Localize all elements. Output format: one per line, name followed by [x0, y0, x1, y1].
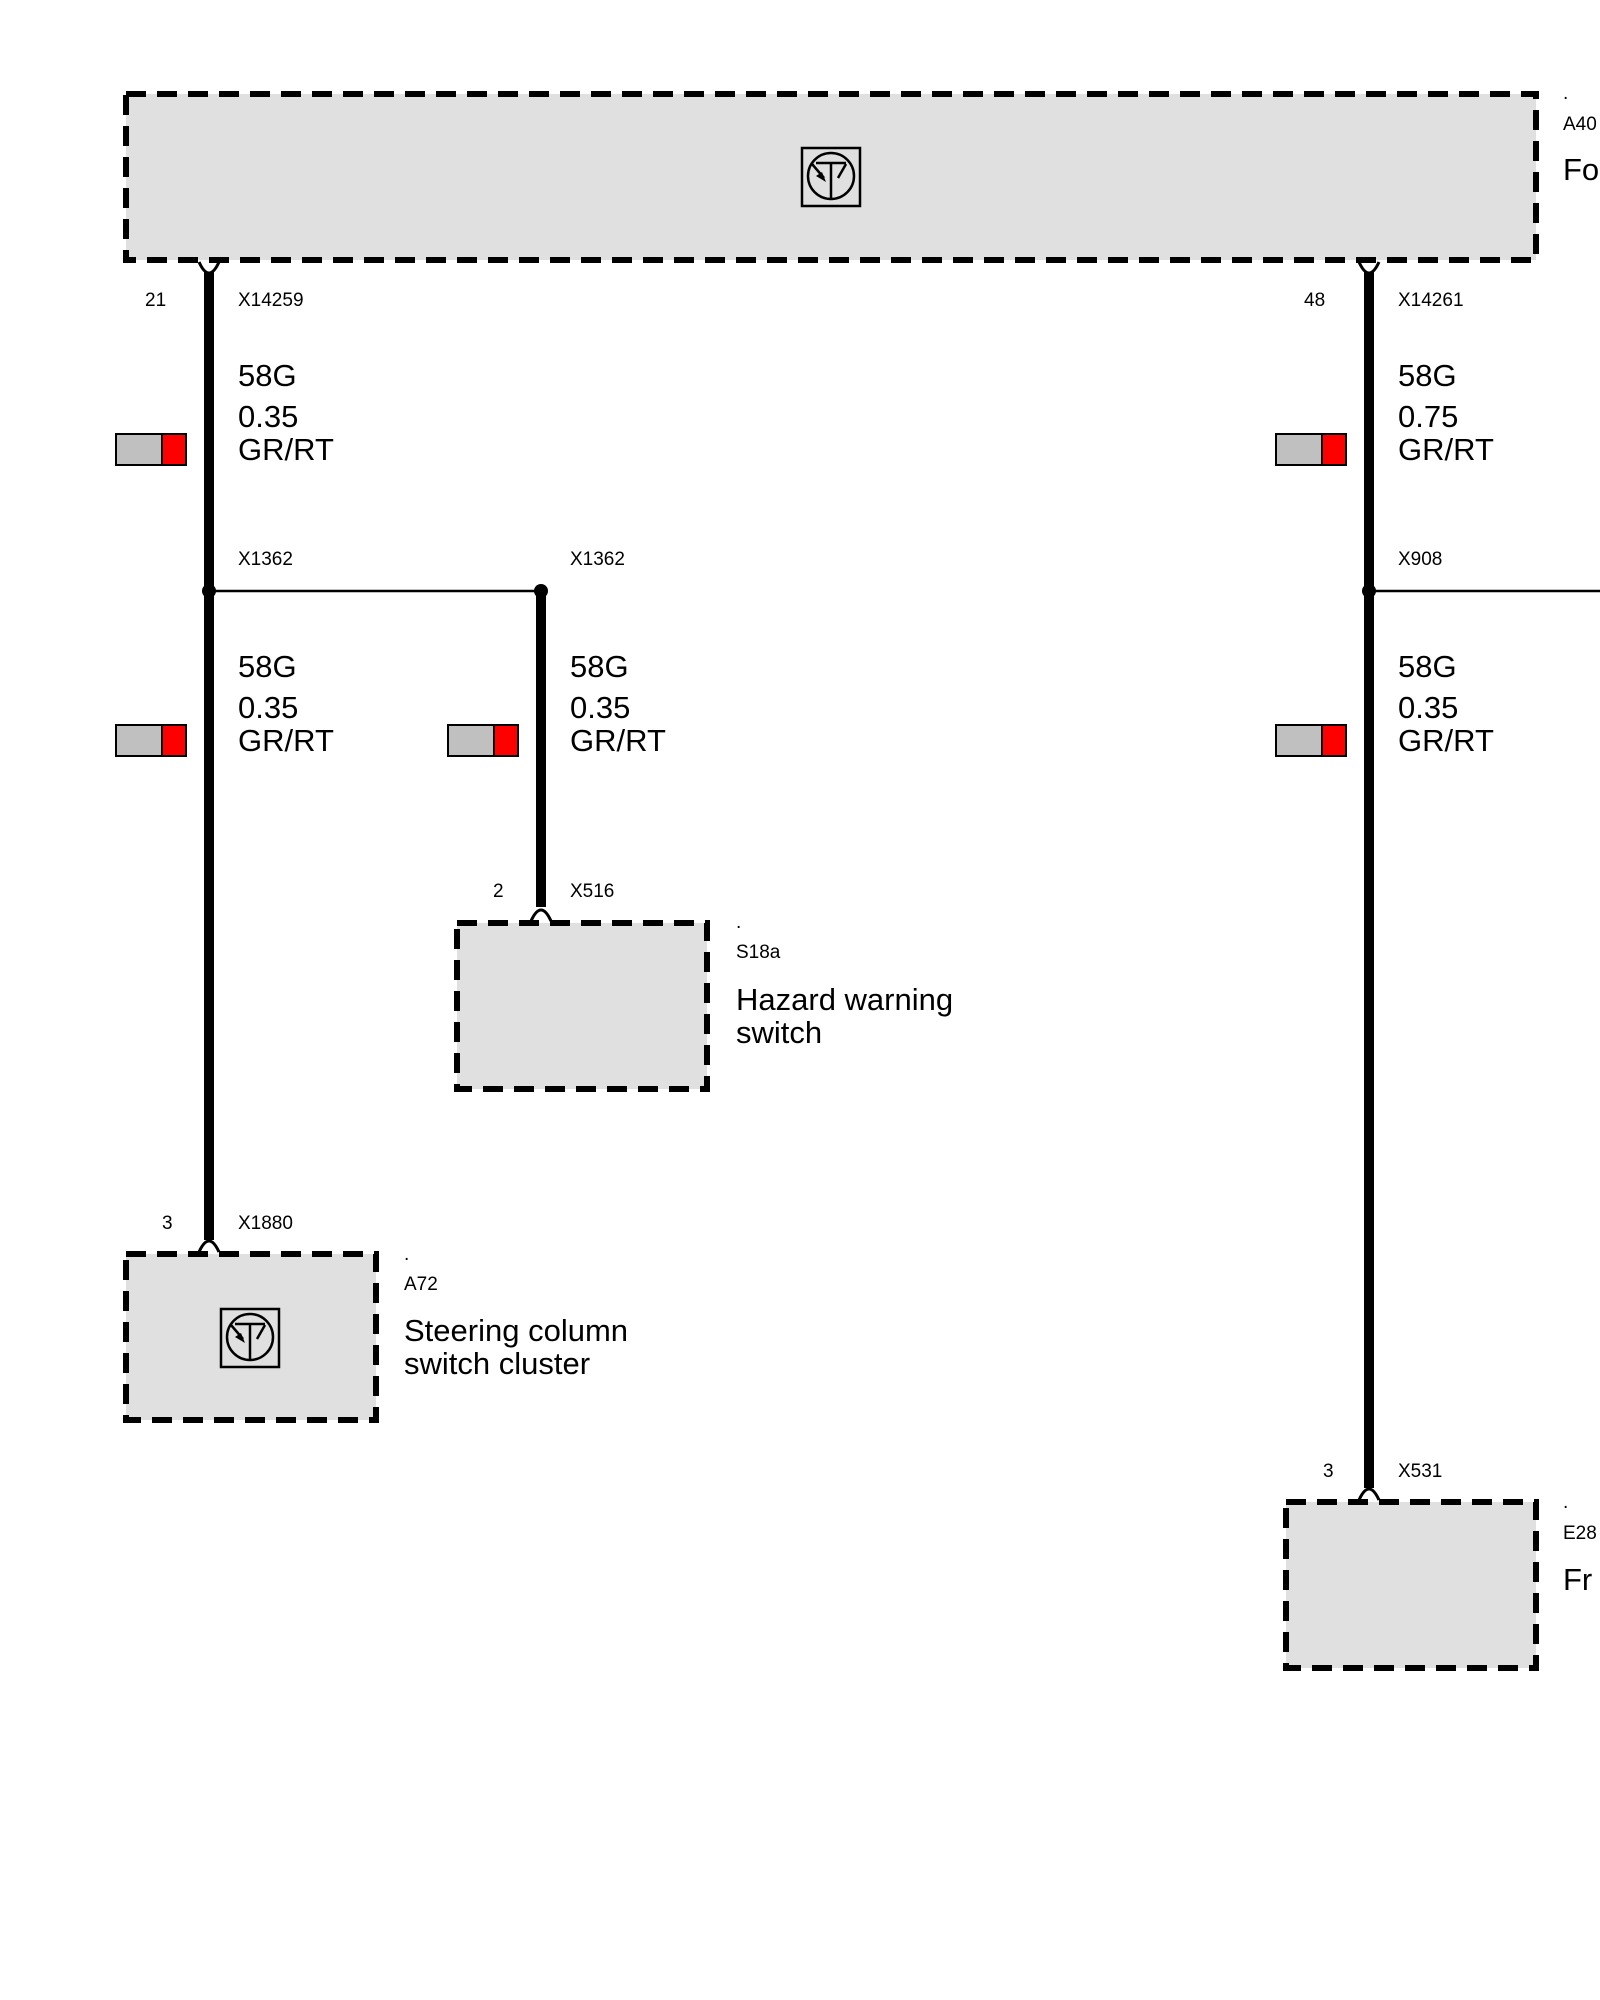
wire-color-swatch	[115, 724, 187, 757]
connector-label: X1880	[238, 1213, 293, 1234]
connector-label: X1362	[570, 549, 625, 570]
pin-number: 48	[1304, 290, 1325, 311]
pin-number: 3	[162, 1213, 173, 1234]
wire-signal: 58G	[238, 358, 297, 393]
connector-label: X14259	[238, 290, 304, 311]
pin-number: 21	[145, 290, 166, 311]
wire-size: 0.75	[1398, 399, 1458, 434]
wire-signal: 58G	[1398, 649, 1457, 684]
component-a40-label: . A40 Fo	[1563, 83, 1599, 187]
wire-spec-w2: 58G 0.75 GR/RT	[1398, 358, 1494, 467]
wire-color: GR/RT	[238, 432, 334, 467]
wire-color-swatch	[447, 724, 519, 757]
wire-signal: 58G	[238, 649, 297, 684]
wire-color-swatch	[115, 433, 187, 466]
component-s18a-box[interactable]	[454, 920, 710, 1092]
label-dot: .	[1563, 1492, 1568, 1513]
connector-label: X908	[1398, 549, 1442, 570]
connector-label: X14261	[1398, 290, 1464, 311]
component-e28-box[interactable]	[1283, 1499, 1539, 1671]
connector-label: X1362	[238, 549, 293, 570]
component-name-line1: Steering column	[404, 1313, 628, 1348]
component-e28-label: . E28 Fr	[1563, 1492, 1597, 1597]
wire-spec-w4: 58G 0.35 GR/RT	[570, 649, 666, 758]
pin-hook	[529, 908, 553, 922]
wire-spec-w5: 58G 0.35 GR/RT	[1398, 649, 1494, 758]
component-code: S18a	[736, 942, 781, 963]
component-name: Fr	[1563, 1562, 1592, 1597]
component-code: E28	[1563, 1523, 1597, 1544]
component-name-line2: switch cluster	[404, 1346, 590, 1381]
label-dot: .	[404, 1244, 409, 1265]
wire-spec-w3: 58G 0.35 GR/RT	[238, 649, 334, 758]
wire-color: GR/RT	[238, 723, 334, 758]
label-dot: .	[1563, 83, 1568, 104]
splice-dot	[534, 584, 548, 598]
control-unit-icon	[800, 146, 862, 208]
wire-color: GR/RT	[1398, 723, 1494, 758]
wire-signal: 58G	[1398, 358, 1457, 393]
component-name-line1: Hazard warning	[736, 982, 953, 1017]
label-dot: .	[736, 912, 741, 933]
pin-hook	[197, 261, 221, 275]
wire-size: 0.35	[570, 690, 630, 725]
wire-color: GR/RT	[570, 723, 666, 758]
component-code: A40	[1563, 114, 1597, 135]
pin-number: 3	[1323, 1461, 1334, 1482]
wire-size: 0.35	[238, 690, 298, 725]
component-s18a-label: . S18a Hazard warning switch	[736, 912, 953, 1050]
wire-size: 0.35	[1398, 690, 1458, 725]
wire-spec-w1: 58G 0.35 GR/RT	[238, 358, 334, 467]
connector-label: X531	[1398, 1461, 1442, 1482]
component-code: A72	[404, 1274, 438, 1295]
wire-color-swatch	[1275, 433, 1347, 466]
component-name: Fo	[1563, 152, 1599, 187]
wire-color-swatch	[1275, 724, 1347, 757]
pin-hook	[197, 1239, 221, 1253]
pin-hook	[1357, 1487, 1381, 1501]
steering-switch-icon	[219, 1307, 281, 1369]
pin-number: 2	[493, 881, 504, 902]
splice-dot	[202, 584, 216, 598]
component-name-line2: switch	[736, 1015, 822, 1050]
wire-signal: 58G	[570, 649, 629, 684]
wire-size: 0.35	[238, 399, 298, 434]
pin-hook	[1357, 261, 1381, 275]
component-a72-label: . A72 Steering column switch cluster	[404, 1244, 628, 1381]
wire-color: GR/RT	[1398, 432, 1494, 467]
connector-label: X516	[570, 881, 614, 902]
splice-dot	[1362, 584, 1376, 598]
